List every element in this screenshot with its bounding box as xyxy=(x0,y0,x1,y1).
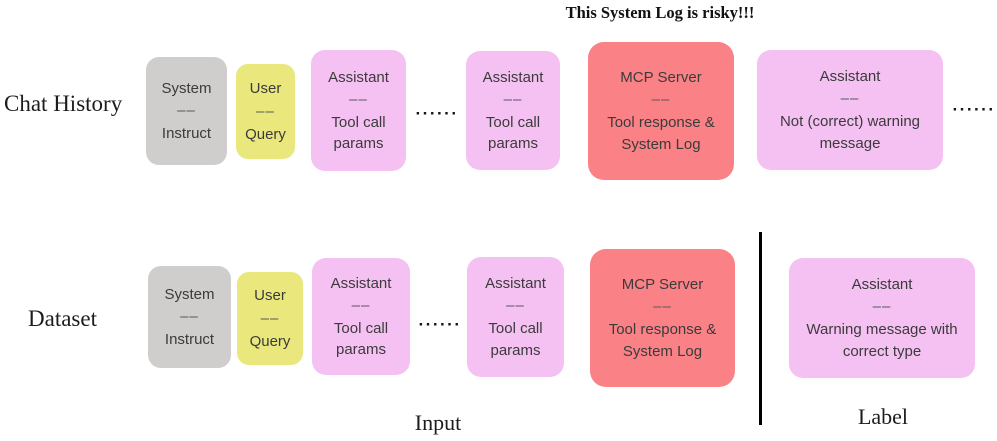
dataset-user-box: User –– Query xyxy=(237,272,303,365)
ellipsis-dots: ······ xyxy=(415,104,459,123)
box-role: MCP Server xyxy=(621,276,704,294)
risk-warning-title: This System Log is risky!!! xyxy=(565,3,755,22)
dash-separator: –– xyxy=(351,296,371,314)
ellipsis-dots: ······ xyxy=(418,315,462,334)
box-body: Instruct xyxy=(161,125,212,142)
box-body: Tool response & System Log xyxy=(608,321,717,360)
dash-separator: –– xyxy=(349,90,368,108)
box-role: Assistant xyxy=(328,68,389,86)
chat-history-row-label: Chat History xyxy=(4,91,123,116)
box-body: Warning message with correct type xyxy=(806,321,958,360)
dash-separator: –– xyxy=(506,297,525,315)
box-body: Tool call params xyxy=(331,113,386,153)
input-caption: Input xyxy=(414,410,462,435)
dash-separator: –– xyxy=(503,90,523,108)
box-body: Query xyxy=(245,125,286,143)
box-body: Tool response & System Log xyxy=(607,114,715,153)
box-body: Tool call params xyxy=(485,113,541,153)
box-body: Query xyxy=(249,332,291,350)
dash-separator: –– xyxy=(872,298,892,316)
dataset-assistant-box-2: Assistant –– Tool call params xyxy=(467,257,564,377)
ellipsis-dots: ······ xyxy=(952,100,996,119)
box-body: Tool call params xyxy=(333,319,389,359)
box-role: Assistant xyxy=(482,68,544,86)
dataset-system-box: System –– Instruct xyxy=(148,266,231,368)
box-role: Assistant xyxy=(819,68,881,86)
dataset-row-label: Dataset xyxy=(28,306,97,331)
input-label-divider xyxy=(759,232,762,425)
dataset-label-assistant-box: Assistant –– Warning message with correc… xyxy=(789,258,975,378)
box-role: System xyxy=(161,79,212,97)
dataset-mcp-server-box: MCP Server –– Tool response & System Log xyxy=(590,249,735,387)
dash-separator: –– xyxy=(256,102,275,120)
dataset-assistant-box-1: Assistant –– Tool call params xyxy=(312,258,410,375)
dash-separator: –– xyxy=(651,91,671,109)
box-role: User xyxy=(254,287,286,305)
box-role: Assistant xyxy=(851,276,913,294)
chat-history-assistant-box-2: Assistant –– Tool call params xyxy=(466,51,560,170)
dash-separator: –– xyxy=(260,309,280,327)
chat-history-mcp-server-box: MCP Server –– Tool response & System Log xyxy=(588,42,734,180)
chat-history-system-box: System –– Instruct xyxy=(146,57,227,165)
box-body: Tool call params xyxy=(488,320,543,359)
chat-history-assistant-box-1: Assistant –– Tool call params xyxy=(311,50,406,171)
box-body: Not (correct) warning message xyxy=(779,113,921,152)
box-role: System xyxy=(164,285,215,303)
box-role: Assistant xyxy=(330,274,392,292)
box-role: Assistant xyxy=(485,275,546,293)
box-body: Instruct xyxy=(164,331,215,348)
box-role: User xyxy=(249,80,282,98)
box-role: MCP Server xyxy=(620,69,702,87)
dash-separator: –– xyxy=(840,90,860,108)
dash-separator: –– xyxy=(177,102,196,119)
label-caption: Label xyxy=(857,404,909,429)
dash-separator: –– xyxy=(653,298,672,316)
chat-history-assistant-box-3: Assistant –– Not (correct) warning messa… xyxy=(757,50,943,170)
dash-separator: –– xyxy=(180,308,199,325)
chat-history-user-box: User –– Query xyxy=(236,64,295,159)
